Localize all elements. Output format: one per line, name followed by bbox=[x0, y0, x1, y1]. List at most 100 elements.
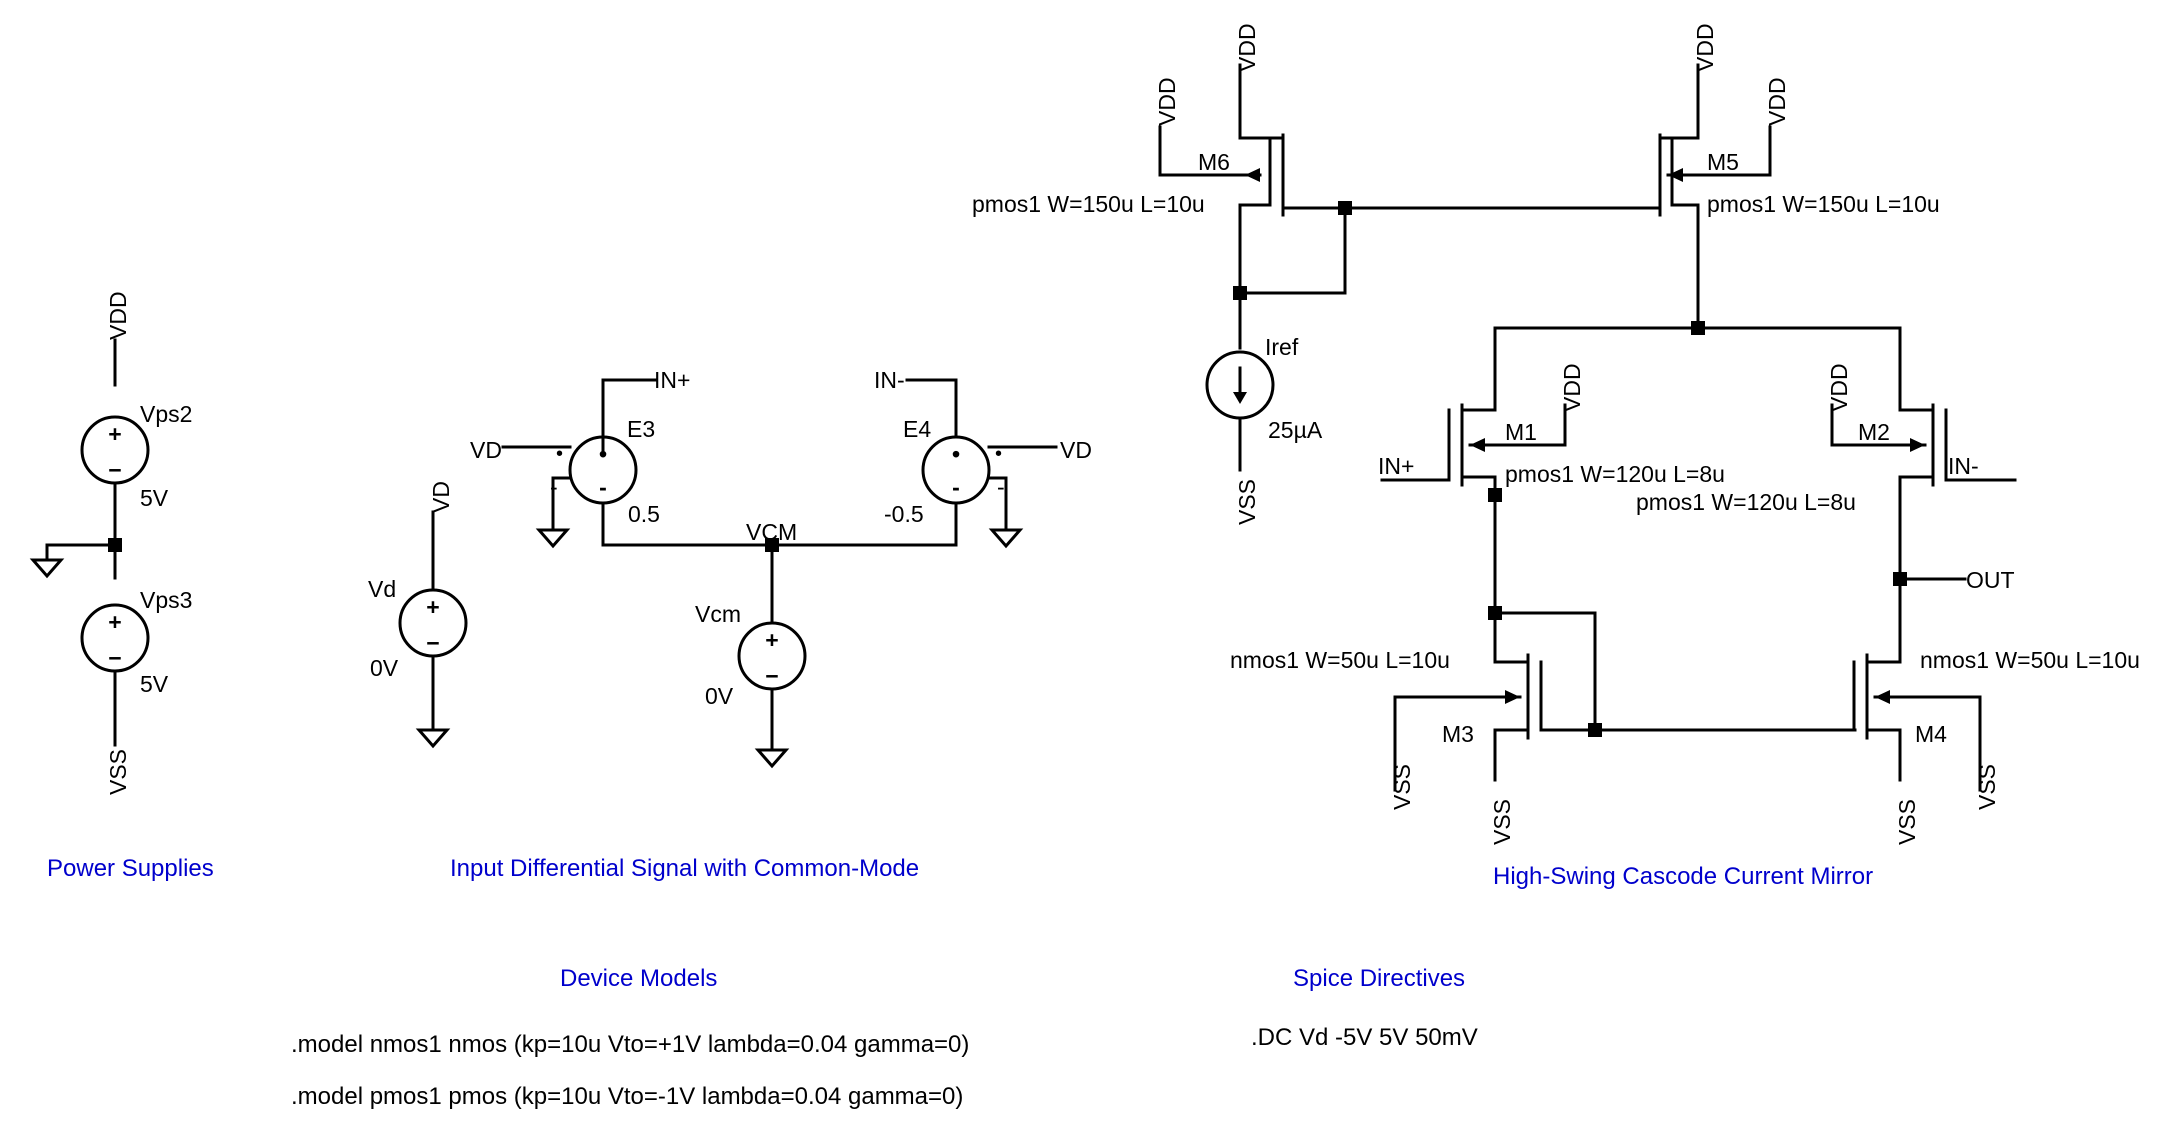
out-net-label: OUT bbox=[1966, 567, 2015, 593]
m4-params: nmos1 W=50u L=10u bbox=[1920, 647, 2140, 673]
m2-params: pmos1 W=120u L=8u bbox=[1636, 489, 1856, 515]
vcm-net-label: VCM bbox=[746, 519, 797, 545]
ground-symbol-vcm bbox=[754, 748, 790, 769]
m2-in-minus-label: IN- bbox=[1948, 453, 1979, 479]
e3-controlled-source[interactable]: • - bbox=[568, 435, 638, 505]
vss-label-vps3: VSS bbox=[105, 749, 131, 795]
vcm-source-value: 0V bbox=[705, 683, 734, 709]
ground-symbol-e3 bbox=[535, 528, 571, 549]
e4-gain: -0.5 bbox=[884, 501, 924, 527]
vd-minus: − bbox=[426, 630, 439, 656]
m2-transistor[interactable] bbox=[1830, 326, 2017, 487]
m3-transistor[interactable] bbox=[1393, 653, 1597, 792]
e4-vd-label: VD bbox=[1060, 437, 1092, 463]
vd-source-name: Vd bbox=[368, 576, 396, 602]
e4-in-minus-label: IN- bbox=[874, 367, 905, 393]
vdd-label-vps2: VDD bbox=[105, 291, 131, 340]
junction-dot bbox=[1488, 488, 1502, 502]
vps3-plus: + bbox=[108, 609, 121, 635]
e4-minus-mark: - bbox=[997, 474, 1005, 500]
m3-vss-label-body: VSS bbox=[1389, 764, 1415, 810]
m5-name: M5 bbox=[1707, 149, 1739, 175]
e3-in-plus-label: IN+ bbox=[654, 367, 690, 393]
vps2-name: Vps2 bbox=[140, 401, 192, 427]
vd-plus: + bbox=[426, 594, 439, 620]
section-title-mirror: High-Swing Cascode Current Mirror bbox=[1493, 863, 1873, 890]
power-supplies-block: VDD + − Vps2 5V + − Vps3 5V VSS Power Su… bbox=[29, 291, 214, 882]
e4-block: IN- VD • - • - E4 -0.5 bbox=[874, 367, 1092, 549]
section-title-input: Input Differential Signal with Common-Mo… bbox=[450, 855, 919, 882]
vd-source-block: VD + − Vd 0V bbox=[368, 481, 468, 749]
model-line-nmos: .model nmos1 nmos (kp=10u Vto=+1V lambda… bbox=[291, 1031, 969, 1058]
m5-params: pmos1 W=150u L=10u bbox=[1707, 191, 1940, 217]
m3-vss-label-source: VSS bbox=[1489, 799, 1515, 845]
e4-name: E4 bbox=[903, 416, 931, 442]
e3-vd-label: VD bbox=[470, 437, 502, 463]
m6-transistor[interactable] bbox=[1158, 63, 1347, 217]
m5-transistor[interactable] bbox=[1648, 63, 1772, 217]
m2-vdd-label: VDD bbox=[1826, 363, 1852, 412]
vcm-source[interactable]: + − bbox=[737, 621, 807, 691]
m4-vss-label-body: VSS bbox=[1974, 764, 2000, 810]
vps2-source[interactable]: + − bbox=[80, 415, 150, 485]
e3-minus: - bbox=[599, 474, 607, 500]
vps2-plus: + bbox=[108, 421, 121, 447]
m1-in-plus-label: IN+ bbox=[1378, 453, 1414, 479]
m4-transistor[interactable] bbox=[1852, 653, 1982, 792]
e3-name: E3 bbox=[627, 416, 655, 442]
m4-vss-label-source: VSS bbox=[1894, 799, 1920, 845]
vcm-source-name: Vcm bbox=[695, 601, 741, 627]
m6-name: M6 bbox=[1198, 149, 1230, 175]
vd-source[interactable]: + − bbox=[398, 588, 468, 658]
spice-directive-dc: .DC Vd -5V 5V 50mV bbox=[1251, 1024, 1478, 1051]
vcm-source-block: + − Vcm 0V bbox=[695, 543, 807, 769]
ground-symbol-vd bbox=[415, 728, 451, 749]
m1-params: pmos1 W=120u L=8u bbox=[1505, 461, 1725, 487]
junction-dot bbox=[1233, 286, 1247, 300]
m4-name: M4 bbox=[1915, 721, 1947, 747]
vd-source-value: 0V bbox=[370, 655, 399, 681]
iref-source[interactable] bbox=[1205, 350, 1275, 420]
e3-dot: • bbox=[599, 441, 607, 467]
m1-name: M1 bbox=[1505, 419, 1537, 445]
m3-params: nmos1 W=50u L=10u bbox=[1230, 647, 1450, 673]
ground-symbol-e4 bbox=[988, 528, 1024, 549]
section-title-spice: Spice Directives bbox=[1293, 965, 1465, 992]
m3-name: M3 bbox=[1442, 721, 1474, 747]
section-title-models: Device Models bbox=[560, 965, 717, 992]
iref-name: Iref bbox=[1265, 334, 1299, 360]
vps3-minus: − bbox=[108, 645, 121, 671]
e4-dot-mark: • bbox=[995, 443, 1002, 465]
e4-dot: • bbox=[952, 441, 960, 467]
e4-minus: - bbox=[952, 474, 960, 500]
vcm-plus: + bbox=[765, 627, 778, 653]
junction-dot bbox=[108, 538, 122, 552]
vps3-name: Vps3 bbox=[140, 587, 192, 613]
m6-vdd-label-body: VDD bbox=[1154, 77, 1180, 126]
m1-vdd-label: VDD bbox=[1559, 363, 1585, 412]
junction-dot bbox=[1588, 723, 1602, 737]
vps3-source[interactable]: + − bbox=[80, 603, 150, 673]
vps2-minus: − bbox=[108, 457, 121, 483]
m6-params: pmos1 W=150u L=10u bbox=[972, 191, 1205, 217]
m2-name: M2 bbox=[1858, 419, 1890, 445]
e3-block: IN+ VD • - • - E3 0.5 bbox=[470, 367, 690, 549]
e3-gain: 0.5 bbox=[628, 501, 660, 527]
section-title-power: Power Supplies bbox=[47, 855, 214, 882]
ground-symbol-power bbox=[29, 558, 65, 579]
model-line-pmos: .model pmos1 pmos (kp=10u Vto=-1V lambda… bbox=[291, 1083, 963, 1110]
vps2-value: 5V bbox=[140, 485, 169, 511]
iref-vss-label: VSS bbox=[1234, 479, 1260, 525]
vps3-value: 5V bbox=[140, 671, 169, 697]
current-mirror-block: VDD VDD M6 pmos1 W=150u L=10u Iref 25µA … bbox=[972, 23, 2140, 845]
m6-vdd-label-source: VDD bbox=[1234, 23, 1260, 72]
m1-transistor[interactable] bbox=[1380, 326, 1567, 487]
m5-vdd-label-body: VDD bbox=[1764, 77, 1790, 126]
m5-vdd-label-source: VDD bbox=[1692, 23, 1718, 72]
e3-dot-mark: • bbox=[556, 443, 563, 465]
e4-controlled-source[interactable]: • - bbox=[921, 435, 991, 505]
vd-net-label: VD bbox=[428, 481, 454, 513]
iref-value: 25µA bbox=[1268, 417, 1323, 443]
vcm-minus: − bbox=[765, 663, 778, 689]
